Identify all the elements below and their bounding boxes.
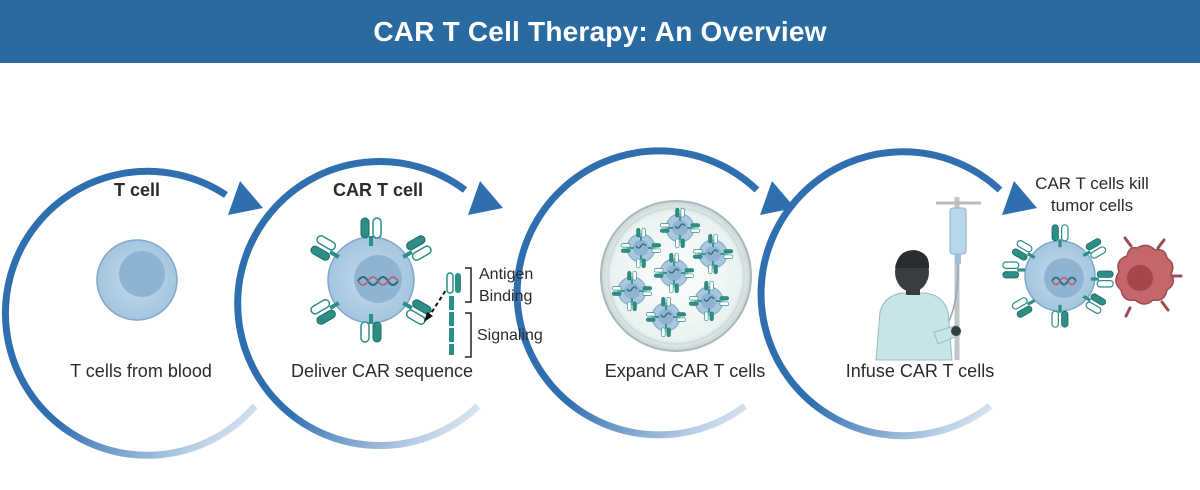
step-2-heading: CAR T cell (332, 180, 424, 200)
car-t-cell-icon (308, 217, 472, 358)
step-2-caption: Deliver CAR sequence (290, 361, 474, 381)
step-4-heading-line2: tumor cells (1050, 196, 1134, 215)
cycle-arrow-1 (1, 167, 263, 459)
t-cell-icon (96, 239, 178, 321)
header-bar: CAR T Cell Therapy: An Overview (0, 0, 1200, 63)
cycle-arrow-3 (513, 147, 795, 439)
step-1-heading: T cell (113, 180, 161, 200)
page-title: CAR T Cell Therapy: An Overview (373, 15, 827, 47)
process-diagram (1, 147, 1183, 459)
cycle-arrow-4 (757, 148, 1037, 440)
step-4-heading-line1: CAR T cells kill (1035, 174, 1149, 193)
signaling-label: Signaling (477, 327, 543, 344)
cycle-arrow-2 (234, 158, 503, 450)
dna-icon (357, 276, 399, 286)
step-1-caption: T cells from blood (70, 361, 212, 381)
antigen-label-line2: Binding (479, 288, 533, 305)
patient-icon (875, 250, 961, 361)
step-3-caption: Expand CAR T cells (604, 361, 766, 381)
car-t-killing-icon (1002, 224, 1114, 328)
pointer-line (427, 289, 447, 319)
iv-stand-icon (936, 197, 981, 360)
receptor-detail-icon (446, 272, 461, 355)
petri-dish-icon (600, 200, 752, 352)
step-4-caption: Infuse CAR T cells (845, 361, 995, 381)
label-bracket-icon (465, 267, 472, 358)
tumor-cell-icon (1115, 236, 1183, 318)
antigen-label-line1: Antigen (479, 266, 534, 283)
